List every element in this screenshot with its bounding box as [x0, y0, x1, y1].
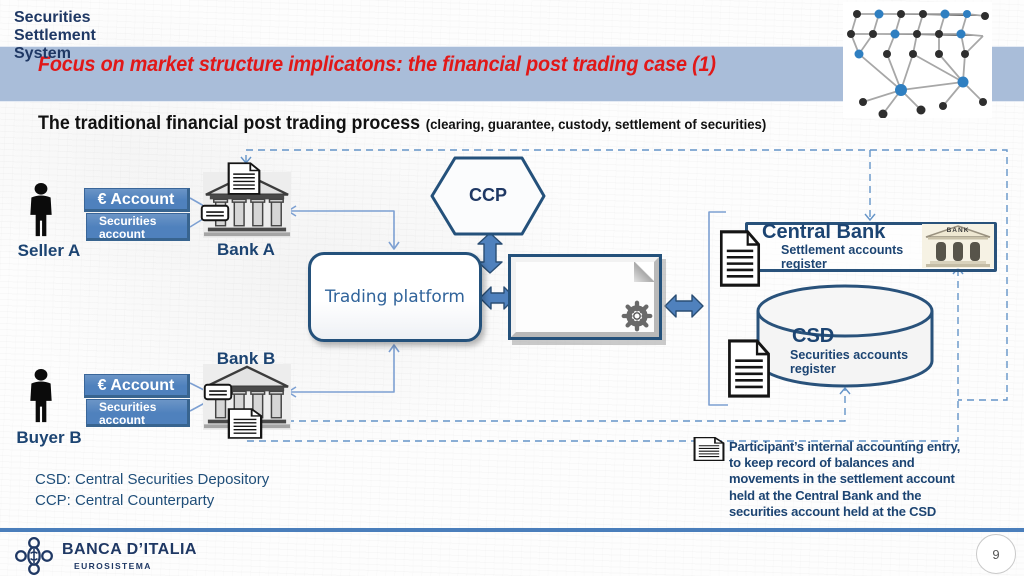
note-document-icon [692, 436, 726, 462]
gear-icon [621, 300, 653, 332]
page-number: 9 [976, 534, 1016, 574]
buyer-person-icon [25, 368, 57, 426]
note-line: Participant’s internal accounting entry, [729, 439, 961, 454]
bank-b-entry-document-icon [226, 407, 264, 440]
legend-csd: CSD: Central Securities Depository [35, 471, 270, 488]
note-line: to keep record of balances and [729, 455, 915, 471]
legend: CSD: Central Securities Depository CCP: … [35, 469, 269, 511]
footer-divider [0, 528, 1024, 532]
network-3d-image [843, 2, 992, 118]
bank-a-label: Bank A [217, 240, 275, 259]
seller-label: Seller A [17, 241, 81, 260]
bank-b-label: Bank B [216, 349, 276, 368]
central-bank-subtitle: Settlement accounts register [781, 243, 904, 271]
trading-platform-box: Trading platform [308, 252, 482, 342]
sss-folded-corner [634, 262, 654, 282]
ccp-label: CCP [468, 185, 507, 205]
csd-title: CSD [792, 325, 835, 347]
brand-subname: EUROSISTEMA [74, 561, 152, 571]
seller-securities-account-box: Securities account [86, 213, 190, 241]
bank-sign-text: BANK [946, 227, 970, 234]
note-line: held at the Central Bank and the [729, 487, 922, 503]
bank-b-card-icon [203, 383, 233, 401]
bank-a-entry-document-icon [226, 161, 262, 196]
settlement-register-document-icon [718, 228, 762, 289]
sss-label: Securities Settlement System [14, 9, 96, 62]
legend-ccp: CCP: Central Counterparty [35, 492, 215, 509]
buyer-euro-account-box: € Account [84, 374, 190, 398]
securities-register-document-icon [726, 337, 772, 400]
subtitle-detail: (clearing, guarantee, custody, settlemen… [425, 116, 767, 132]
sss-registers-arrow [664, 294, 704, 318]
buyer-label: Buyer B [16, 428, 82, 447]
slide-subtitle: The traditional financial post trading p… [38, 113, 766, 135]
note-line: securities account held at the CSD [729, 503, 937, 519]
note-line: movements in the settlement account [729, 471, 955, 487]
csd-subtitle: Securities accounts register [790, 348, 909, 376]
buyer-securities-account-box: Securities account [86, 399, 190, 427]
banca-ditalia-logo [15, 537, 53, 575]
central-bank-title: Central Bank [762, 221, 886, 243]
subtitle-main: The traditional financial post trading p… [38, 113, 421, 134]
seller-person-icon [25, 182, 57, 240]
brand-name: BANCA D’ITALIA [62, 541, 197, 558]
bank-a-card-icon [200, 204, 230, 222]
accounting-note: Participant’s internal accounting entry,… [729, 439, 960, 520]
slide-title: Focus on market structure implicatons: t… [38, 52, 716, 76]
seller-euro-account-box: € Account [84, 188, 190, 212]
trading-platform-label: Trading platform [324, 287, 465, 307]
